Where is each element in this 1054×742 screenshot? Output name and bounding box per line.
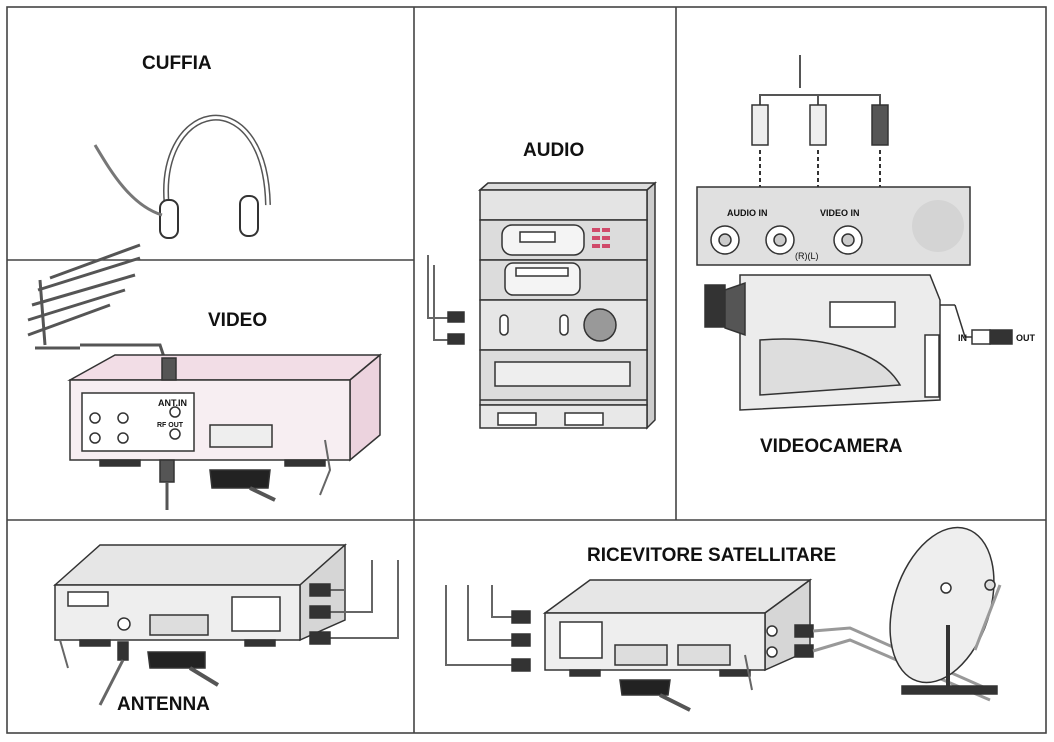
video-in-label: VIDEO IN	[820, 208, 860, 218]
ant-in-label: ANT.IN	[158, 398, 187, 408]
antenna-device-illustration	[53, 543, 399, 706]
headphones-title: CUFFIA	[142, 53, 212, 74]
av-cable	[759, 55, 881, 105]
antenna-title: ANTENNA	[117, 694, 210, 715]
satellite-title: RICEVITORE SATELLITARE	[587, 545, 837, 566]
panel-grid	[6, 6, 1047, 734]
yagi-antenna	[27, 243, 167, 361]
switch-out-label: OUT	[1016, 333, 1035, 343]
audio-title: AUDIO	[523, 140, 585, 161]
rf-out-label: RF OUT	[157, 422, 184, 429]
vcr-illustration	[27, 243, 383, 510]
channels-label: (R)(L)	[795, 251, 819, 261]
camcorder-illustration	[696, 55, 1013, 411]
audio-in-label: AUDIO IN	[727, 208, 768, 218]
hifi-illustration	[427, 181, 657, 430]
satellite-dish	[889, 526, 1002, 695]
headphones-illustration	[93, 114, 271, 239]
switch-in-label: IN	[958, 333, 967, 343]
video-title: VIDEO	[208, 310, 268, 331]
satellite-receiver-illustration	[445, 526, 1002, 712]
camcorder-title: VIDEOCAMERA	[760, 436, 903, 457]
